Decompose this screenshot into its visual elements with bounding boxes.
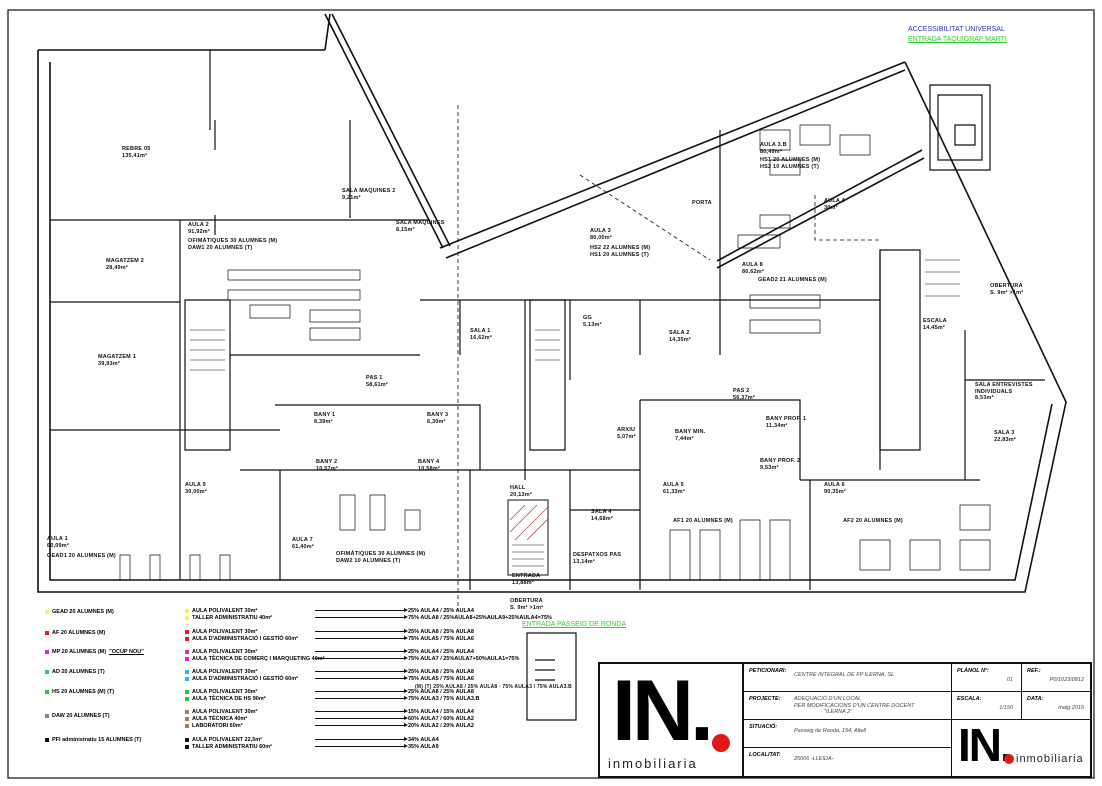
color-swatch bbox=[45, 670, 49, 674]
entrance-top-label: ENTRADA TAQUIGRAF MARTI bbox=[908, 36, 1007, 43]
stair-core-top-right bbox=[929, 84, 991, 171]
stair-core-legend bbox=[526, 632, 577, 721]
logo-red-dot bbox=[712, 734, 730, 752]
sheet-border bbox=[7, 9, 1095, 779]
door-label: PORTA bbox=[692, 200, 712, 206]
legend-group-daw: DAW 20 ALUMNES (T) bbox=[45, 713, 110, 719]
company-logo: IN. inmobiliaria bbox=[600, 664, 744, 776]
furniture bbox=[119, 124, 991, 581]
room-aula-7-occupancy: OFIMÀTIQUES 30 ALUMNES (M)DAW2 10 ALUMNE… bbox=[336, 551, 426, 564]
color-swatch bbox=[45, 690, 49, 694]
data-cell: DATA:maig 2016 bbox=[1022, 692, 1092, 720]
company-logo-small: IN. inmobiliaria bbox=[958, 719, 1084, 771]
localitat-cell: LOCALITAT:25006 -LLEIDA- bbox=[744, 748, 952, 776]
color-swatch bbox=[45, 714, 49, 718]
legend-hs-afternoon: (M) (T) 25% AULA8 / 25% AULA8 · 75% AULA… bbox=[415, 684, 572, 690]
legend-group-pfi: PFI administratiu 15 ALUMNES (T) bbox=[45, 737, 141, 743]
dashed-lines bbox=[457, 105, 880, 610]
color-swatch bbox=[45, 650, 49, 654]
exterior-walls bbox=[37, 13, 1067, 593]
logo-subtitle: inmobiliaria bbox=[608, 756, 698, 771]
room-aula-6-occupancy: AF2 20 ALUMNES (M) bbox=[843, 518, 903, 524]
room-bany-min: BANY MIN.7,44m² bbox=[675, 429, 706, 442]
accessibility-label: ACCESSIBILITAT UNIVERSAL bbox=[908, 26, 1005, 33]
legend-group-gead: GEAD 20 ALUMNES (M) bbox=[45, 609, 114, 615]
situacio-cell: SITUACIÓ:Passeig de Ronda, 154, Altell bbox=[744, 720, 952, 748]
peticionari-cell: PETICIONARI:CENTRE INTEGRAL DE FP ILERNA… bbox=[744, 664, 952, 692]
ref-cell: REF.:P0/1023/0812 bbox=[1022, 664, 1092, 692]
interior-walls bbox=[50, 50, 1045, 590]
color-swatch bbox=[45, 610, 49, 614]
color-swatch bbox=[45, 738, 49, 742]
room-aula-5-occupancy: AF1 20 ALUMNES (M) bbox=[673, 518, 733, 524]
legend-group-hs: HS 20 ALUMNES (M) (T) bbox=[45, 689, 114, 695]
entrance-bottom-label: ENTRADA PASSEIG DE RONDA bbox=[522, 621, 627, 628]
logo-mark: IN. bbox=[612, 663, 714, 759]
escala-cell: ESCALA:1/150 bbox=[952, 692, 1022, 720]
legend-group-af: AF 20 ALUMNES (M) bbox=[45, 630, 105, 636]
legend-group-ad: AD 20 ALUMNES (T) bbox=[45, 669, 105, 675]
stairs bbox=[190, 259, 960, 567]
legend-group-mp: MP 20 ALUMNES (M)"OCUP NOU" bbox=[45, 649, 144, 655]
title-block: IN. inmobiliaria PETICIONARI:CENTRE INTE… bbox=[598, 662, 1092, 778]
color-swatch bbox=[45, 631, 49, 635]
stair-hatch bbox=[509, 504, 549, 541]
planol-cell: PLÀNOL Nº:01 bbox=[952, 664, 1022, 692]
